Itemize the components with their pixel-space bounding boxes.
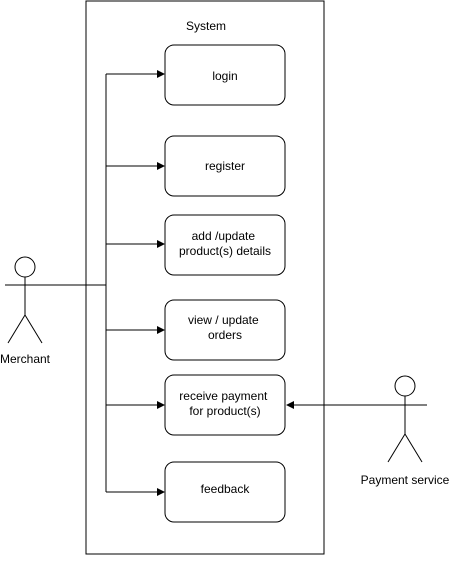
use-case-add-update-product-details: add /update product(s) details (164, 214, 286, 276)
merchant-label: Merchant (0, 352, 51, 366)
payment-service-label: Payment service (361, 473, 450, 487)
use-case-feedback: feedback (164, 461, 286, 523)
use-case-receive-payment: receive payment for product(s) (164, 374, 286, 436)
system-label: System (186, 19, 226, 33)
use-case-login: login (164, 44, 286, 106)
merchant-actor-icon (5, 256, 45, 344)
use-case-label: login (212, 69, 237, 83)
use-case-label: view / update orders (188, 313, 262, 342)
use-case-label: feedback (201, 482, 251, 496)
use-case-view-update-orders: view / update orders (164, 299, 286, 361)
use-case-label: add /update product(s) details (179, 229, 271, 258)
payment-service-actor-icon (385, 375, 427, 463)
use-case-register: register (164, 135, 286, 197)
use-case-label: register (205, 159, 245, 173)
use-case-label: receive payment for product(s) (179, 389, 270, 418)
